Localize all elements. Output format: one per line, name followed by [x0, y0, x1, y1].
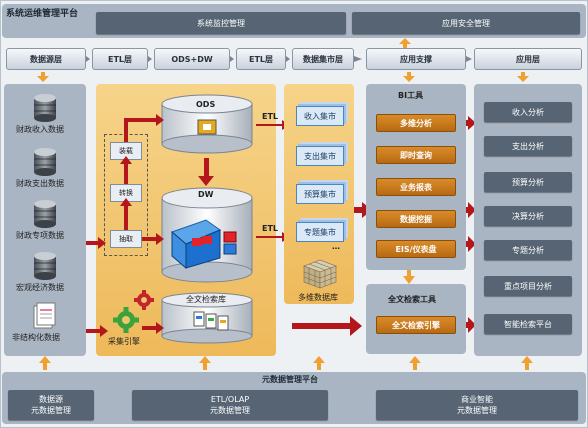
search-tools-title: 全文检索工具: [388, 295, 436, 304]
etl-arrow-label-2: ETL: [262, 224, 279, 233]
bi-title: BI工具: [398, 91, 424, 100]
layer-down-arrows: [37, 72, 529, 82]
layer-datamart: 数据集市层: [292, 48, 354, 70]
database-icon-expense: [34, 148, 56, 176]
bi-to-search-arrow: [403, 270, 415, 284]
document-stack-icon: [33, 302, 56, 329]
etl-arrow-label-1: ETL: [262, 112, 279, 121]
datasource-icons: [33, 94, 56, 329]
mart-expense: 支出集市: [296, 146, 344, 166]
cube-grid-icon: [171, 219, 237, 270]
layer-etl-1: ETL层: [92, 48, 148, 70]
mart-topic: 专题集市: [296, 222, 344, 242]
source-revenue-label: 财政收入数据: [16, 125, 64, 134]
dw-label: DW: [198, 190, 214, 199]
ops-platform-title: 系统运维管理平台: [6, 9, 79, 19]
system-monitor-box: 系统监控管理: [96, 12, 346, 34]
mart-ellipsis: …: [332, 242, 340, 251]
search-engine-button: 全文检索引擎: [376, 316, 456, 334]
layer-etl-2: ETL层: [236, 48, 286, 70]
layer-app-support: 应用支撑: [366, 48, 466, 70]
source-unstructured-label: 非结构化数据: [12, 333, 60, 342]
database-icon-macro: [34, 252, 56, 280]
app-final-account-analysis: 决算分析: [484, 206, 572, 226]
fulltext-lib-cylinder: [161, 292, 253, 344]
bi-report-button: 业务报表: [376, 178, 456, 196]
fulltext-lib-label: 全文检索库: [186, 295, 226, 304]
gear-icon-green: [113, 307, 139, 333]
gear-icons: [113, 290, 154, 333]
app-revenue-analysis: 收入分析: [484, 102, 572, 122]
etl-extract-step: 抽取: [110, 230, 142, 248]
document-cards-icon: [193, 311, 229, 331]
layer-ods-dw: ODS+DW: [154, 48, 230, 70]
meta-bi-box: 商业智能 元数据管理: [376, 390, 578, 420]
meta-etl-olap-box: ETL/OLAP 元数据管理: [132, 390, 328, 420]
gear-icon-red: [134, 290, 154, 310]
app-expense-analysis: 支出分析: [484, 136, 572, 156]
app-topic-analysis: 专题分析: [484, 240, 572, 260]
collect-engine-label: 采集引擎: [108, 337, 140, 346]
ods-cylinder: [161, 94, 253, 154]
bi-olap-button: 多维分析: [376, 114, 456, 132]
cube-label: 多维数据库: [298, 293, 338, 302]
meta-datasource-box: 数据源 元数据管理: [8, 390, 94, 420]
mart-budget: 预算集市: [296, 184, 344, 204]
source-special-label: 财政专项数据: [16, 231, 64, 240]
source-expense-label: 财政支出数据: [16, 179, 64, 188]
layer-datasource: 数据源层: [6, 48, 86, 70]
database-icon-special: [34, 200, 56, 228]
dw-cylinder: [161, 187, 253, 283]
header-arrows: [399, 38, 411, 48]
database-icon-revenue: [34, 94, 56, 122]
app-key-project-analysis: 重点项目分析: [484, 276, 572, 296]
app-security-box: 应用安全管理: [352, 12, 580, 34]
layer-row-arrows: [86, 56, 472, 62]
source-macro-label: 宏观经济数据: [16, 283, 64, 292]
metadata-title: 元数据管理平台: [262, 375, 318, 384]
app-smart-search-platform: 智能检索平台: [484, 314, 572, 334]
ods-label: ODS: [196, 100, 216, 109]
layer-application: 应用层: [474, 48, 582, 70]
app-budget-analysis: 预算分析: [484, 172, 572, 192]
mart-revenue: 收入集市: [296, 106, 344, 126]
bi-datamining-button: 数据挖掘: [376, 210, 456, 228]
bi-adhoc-query-button: 即时查询: [376, 146, 456, 164]
olap-cube-icon: [303, 259, 337, 289]
bi-dashboard-button: EIS/仪表盘: [376, 240, 456, 258]
metadata-up-arrows: [39, 356, 533, 370]
